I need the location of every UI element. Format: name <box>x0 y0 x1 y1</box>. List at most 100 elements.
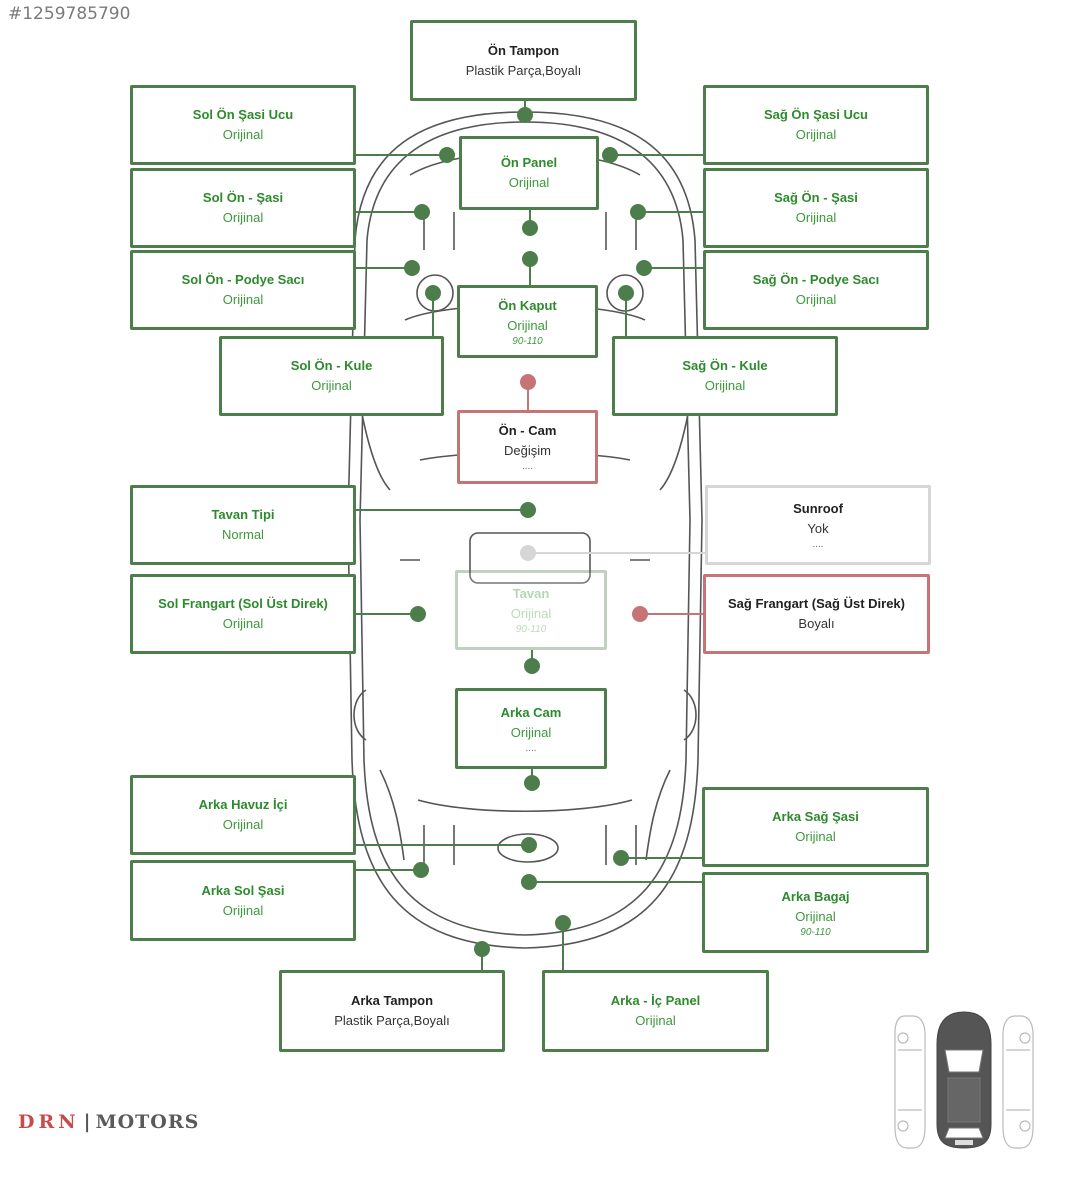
part-sag-frangart: Sağ Frangart (Sağ Üst Direk) Boyalı <box>703 574 930 654</box>
part-on-tampon: Ön Tampon Plastik Parça,Boyalı <box>410 20 637 101</box>
part-status: Orijinal <box>222 292 264 307</box>
part-extra: .... <box>525 742 537 754</box>
part-name: Sol Ön - Podye Sacı <box>181 272 305 287</box>
part-name: Arka Havuz İçi <box>198 797 288 812</box>
part-km: 90-110 <box>512 335 543 347</box>
brand-secondary: MOTORS <box>95 1111 200 1133</box>
part-sag-on-sasi-ucu: Sağ Ön Şasi Ucu Orijinal <box>703 85 929 165</box>
dot-sol-on-podye <box>404 260 420 276</box>
part-sol-on-kule: Sol Ön - Kule Orijinal <box>219 336 444 416</box>
part-arka-cam: Arka Cam Orijinal .... <box>455 688 607 769</box>
part-name: Tavan <box>512 586 550 601</box>
part-status: Orijinal <box>795 210 837 225</box>
part-on-panel: Ön Panel Orijinal <box>459 136 599 210</box>
part-extra: .... <box>812 539 824 550</box>
part-status: Orijinal <box>510 724 552 740</box>
car-thumbnail <box>894 1011 1034 1149</box>
dot-sol-on-kule <box>425 285 441 301</box>
dot-on-kaput <box>522 251 538 267</box>
part-name: Arka Tampon <box>350 993 434 1008</box>
part-status: Orijinal <box>222 616 264 631</box>
dot-sunroof <box>520 545 536 561</box>
part-sol-on-sasi-ucu: Sol Ön Şasi Ucu Orijinal <box>130 85 356 165</box>
dot-arka-bagaj <box>521 874 537 890</box>
part-name: Sağ Ön Şasi Ucu <box>763 107 869 122</box>
part-extra: .... <box>521 461 534 472</box>
dot-arka-cam <box>524 775 540 791</box>
part-name: Arka Sağ Şasi <box>772 809 859 824</box>
dot-arka-sol-sasi <box>413 862 429 878</box>
part-sol-on-podye: Sol Ön - Podye Sacı Orijinal <box>130 250 356 330</box>
dot-sol-on-sasi-ucu <box>439 147 455 163</box>
dot-arka-ic-panel <box>555 915 571 931</box>
part-sag-on-sasi: Sağ Ön - Şasi Orijinal <box>703 168 929 248</box>
part-name: Ön Panel <box>500 155 558 170</box>
part-name: Ön - Cam <box>498 423 557 438</box>
part-arka-bagaj: Arka Bagaj Orijinal 90-110 <box>702 872 929 953</box>
part-status: Orijinal <box>795 292 837 307</box>
dot-sol-frangart <box>410 606 426 622</box>
part-status: Plastik Parça,Boyalı <box>334 1013 450 1028</box>
dot-tavan-tipi <box>520 502 536 518</box>
part-status: Orijinal <box>510 606 552 621</box>
dot-tavan <box>524 658 540 674</box>
part-arka-sag-sasi: Arka Sağ Şasi Orijinal <box>702 787 929 867</box>
part-name: Tavan Tipi <box>211 507 275 522</box>
part-status: Orijinal <box>222 902 264 918</box>
part-name: Arka - İç Panel <box>610 993 701 1008</box>
part-sag-on-podye: Sağ Ön - Podye Sacı Orijinal <box>703 250 929 330</box>
part-arka-sol-sasi: Arka Sol Şasi Orijinal <box>130 860 356 941</box>
part-status: Orijinal <box>795 829 836 844</box>
part-name: Arka Sol Şasi <box>201 882 285 898</box>
part-status: Orijinal <box>507 317 548 333</box>
dot-on-panel <box>522 220 538 236</box>
brand-primary: DRN <box>18 1111 80 1133</box>
connector-dots <box>404 107 652 957</box>
part-status: Orijinal <box>311 378 352 393</box>
part-name: Arka Bagaj <box>781 888 850 904</box>
part-status: Boyalı <box>798 616 835 631</box>
part-status: Orijinal <box>795 908 836 924</box>
dot-on-tampon <box>517 107 533 123</box>
part-name: Sol Ön - Şasi <box>202 190 284 205</box>
part-status: Orijinal <box>222 127 264 142</box>
dot-sag-frangart <box>632 606 648 622</box>
part-status: Yok <box>807 521 829 536</box>
part-status: Orijinal <box>222 817 264 832</box>
part-tavan: Tavan Orijinal 90-110 <box>455 570 607 650</box>
part-sunroof: Sunroof Yok .... <box>705 485 931 565</box>
part-arka-tampon: Arka Tampon Plastik Parça,Boyalı <box>279 970 505 1052</box>
part-name: Arka Cam <box>500 704 562 720</box>
part-name: Sağ Ön - Kule <box>682 358 768 373</box>
part-name: Sol Ön - Kule <box>290 358 373 373</box>
car-outline <box>347 111 703 949</box>
part-sol-frangart: Sol Frangart (Sol Üst Direk) Orijinal <box>130 574 356 654</box>
part-status: Plastik Parça,Boyalı <box>465 62 582 78</box>
dot-sag-on-sasi-ucu <box>602 147 618 163</box>
part-arka-havuz-ici: Arka Havuz İçi Orijinal <box>130 775 356 855</box>
part-name: Ön Kaput <box>498 297 557 313</box>
part-name: Sağ Ön - Podye Sacı <box>752 272 880 287</box>
part-name: Sol Frangart (Sol Üst Direk) <box>158 596 328 611</box>
dot-sag-on-sasi <box>630 204 646 220</box>
dot-on-cam <box>520 374 536 390</box>
dot-sag-on-kule <box>618 285 634 301</box>
part-tavan-tipi: Tavan Tipi Normal <box>130 485 356 565</box>
part-status: Orijinal <box>508 175 550 190</box>
part-name: Sol Ön Şasi Ucu <box>192 107 294 122</box>
part-name: Sağ Frangart (Sağ Üst Direk) <box>728 596 905 611</box>
dot-arka-sag-sasi <box>613 850 629 866</box>
part-sag-on-kule: Sağ Ön - Kule Orijinal <box>612 336 838 416</box>
dot-sag-on-podye <box>636 260 652 276</box>
dot-sol-on-sasi <box>414 204 430 220</box>
part-status: Orijinal <box>222 210 264 225</box>
part-km: 90-110 <box>515 624 547 635</box>
part-name: Ön Tampon <box>487 42 560 58</box>
part-km: 90-110 <box>800 926 831 938</box>
part-status: Normal <box>222 527 264 542</box>
dot-arka-tampon <box>474 941 490 957</box>
dot-arka-havuz-ici <box>521 837 537 853</box>
part-arka-ic-panel: Arka - İç Panel Orijinal <box>542 970 769 1052</box>
part-status: Orijinal <box>795 127 837 142</box>
part-status: Değişim <box>504 443 551 458</box>
